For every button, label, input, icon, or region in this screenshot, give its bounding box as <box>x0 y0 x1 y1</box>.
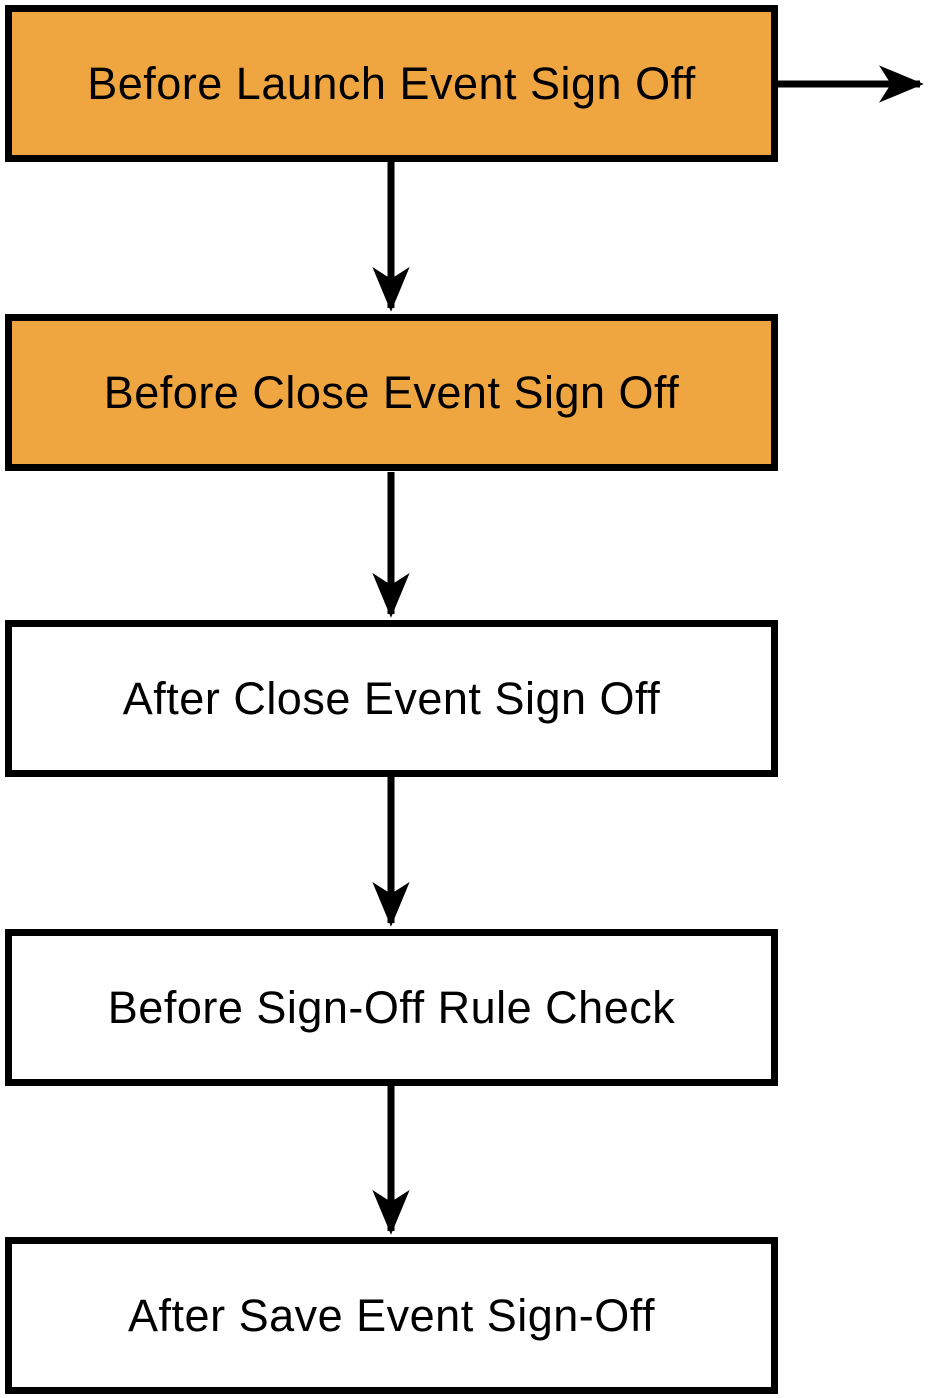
flow-node-before-sign-off-rule-check: Before Sign-Off Rule Check <box>5 929 778 1086</box>
flow-node-before-close-event-sign-off: Before Close Event Sign Off <box>5 314 778 471</box>
node-label: After Save Event Sign-Off <box>128 1289 655 1341</box>
flow-node-before-launch-event-sign-off: Before Launch Event Sign Off <box>5 5 778 162</box>
flow-node-after-close-event-sign-off: After Close Event Sign Off <box>5 620 778 777</box>
node-label: Before Launch Event Sign Off <box>87 57 696 109</box>
flow-node-after-save-event-sign-off: After Save Event Sign-Off <box>5 1237 778 1394</box>
node-label: After Close Event Sign Off <box>122 672 661 724</box>
node-label: Before Close Event Sign Off <box>103 366 680 418</box>
node-label: Before Sign-Off Rule Check <box>107 981 676 1033</box>
